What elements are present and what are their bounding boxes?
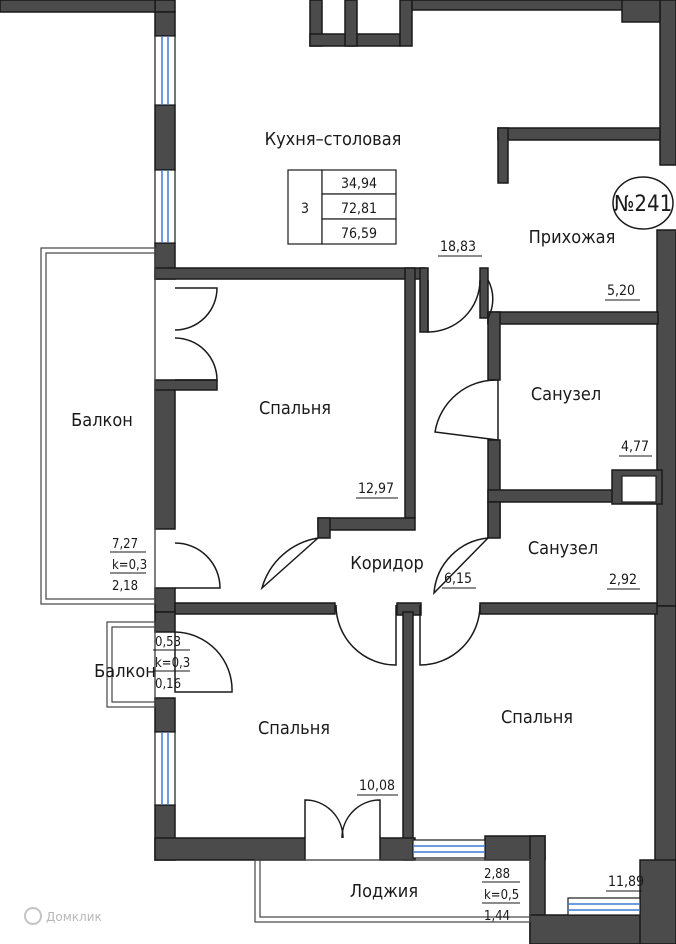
door-balcony1-a [174, 287, 218, 331]
area-balcony1: 7,27 [112, 537, 138, 552]
total-with-balconies: 76,59 [341, 226, 377, 242]
wall-hall-bottom [487, 311, 659, 325]
wall-left-2 [154, 104, 176, 171]
wall-corridor-bottom-left [174, 602, 336, 615]
wall-kitchen-bottom [154, 267, 426, 280]
label-balcony1: Балкон [71, 410, 133, 431]
wall-bedrooms-divider [402, 611, 414, 861]
wall-bedroom2-bottom [154, 837, 306, 861]
rooms-count: 3 [301, 201, 309, 217]
window-bedroom2 [154, 731, 176, 806]
total-area: 72,81 [341, 201, 377, 217]
area-corridor: 6,15 [444, 571, 472, 587]
window-kitchen-1 [154, 35, 176, 106]
label-bedroom2: Спальня [258, 718, 330, 739]
wall-right-corner [621, 0, 661, 23]
apartment-number-badge: №241 [612, 176, 674, 230]
door-balcony1-b [174, 337, 218, 381]
label-corridor: Коридор [350, 553, 424, 574]
doors [174, 279, 499, 839]
reduced-balcony1: 2,18 [112, 579, 138, 594]
area-kitchen: 18,83 [440, 239, 476, 255]
windows [154, 35, 641, 916]
area-bathroom1: 4,77 [621, 439, 649, 455]
area-balcony2: 0,53 [155, 635, 181, 650]
area-bedroom3: 11,89 [608, 874, 644, 890]
wall-right-upper [659, 0, 676, 166]
wall-bedroom1-right [404, 267, 416, 519]
area-loggia: 2,88 [484, 867, 510, 882]
label-bedroom3: Спальня [501, 707, 573, 728]
area-bathroom2: 2,92 [609, 572, 637, 588]
wall-bedroom3-right-bottom [639, 859, 676, 944]
label-kitchen: Кухня–столовая [265, 129, 402, 150]
label-loggia: Лоджия [350, 881, 418, 902]
coef-balcony1: k=0,3 [112, 558, 147, 573]
wall-right-middle [656, 229, 676, 607]
living-area: 34,94 [341, 176, 377, 192]
coef-loggia: k=0,5 [484, 888, 519, 903]
wall-balcony-divider [154, 587, 176, 613]
wall-top-notch3 [399, 0, 413, 47]
wall-bedroom1-left [154, 388, 176, 530]
label-bathroom2: Санузел [528, 538, 598, 559]
shaft-opening [621, 475, 657, 503]
wall-lower-left-1 [154, 611, 176, 633]
area-bedroom2: 10,08 [359, 778, 395, 794]
area-hall: 5,20 [607, 283, 635, 299]
wall-lower-left-2 [154, 697, 176, 733]
window-bedroom3 [567, 897, 641, 916]
wall-left-1 [154, 11, 176, 37]
watermark-text: Домклик [46, 910, 102, 924]
watermark: Домклик [24, 907, 102, 925]
apartment-number: №241 [614, 192, 672, 217]
label-hall: Прихожая [529, 227, 616, 248]
domclick-logo-icon [24, 907, 42, 925]
wall-hall-top [497, 127, 661, 141]
wall-corridor-stub [419, 267, 429, 333]
wall-bedroom1-stub [317, 517, 331, 539]
label-bedroom1: Спальня [259, 398, 331, 419]
wall-hall-left [497, 127, 509, 184]
label-balcony2: Балкон [94, 661, 156, 682]
wall-hall-bottom-stub [479, 267, 489, 319]
reduced-balcony2: 0,16 [155, 677, 181, 692]
window-kitchen-2 [154, 169, 176, 244]
wall-top-neighbor [0, 0, 156, 13]
balcony-rails [40, 247, 531, 923]
wall-bath1-bottom [487, 489, 614, 503]
wall-bedroom1-bottom [317, 517, 416, 531]
area-bedroom1: 12,97 [358, 481, 394, 497]
reduced-loggia: 1,44 [484, 909, 510, 924]
wall-bath1-left-top [487, 311, 501, 381]
area-summary-table: 3 34,94 72,81 76,59 [287, 169, 397, 245]
wall-bedroom2-bottom-right [379, 837, 416, 861]
wall-bedroom1-left-top [154, 379, 218, 391]
wall-corridor-bottom-right [479, 602, 658, 615]
wall-top-notch2 [344, 0, 358, 47]
wall-bath2-left [487, 501, 501, 539]
label-bathroom1: Санузел [531, 384, 601, 405]
wall-top-right [411, 0, 676, 11]
coef-balcony2: k=0,3 [155, 656, 190, 671]
window-bedroom3-loggia [412, 839, 486, 859]
wall-top-left [154, 0, 176, 13]
